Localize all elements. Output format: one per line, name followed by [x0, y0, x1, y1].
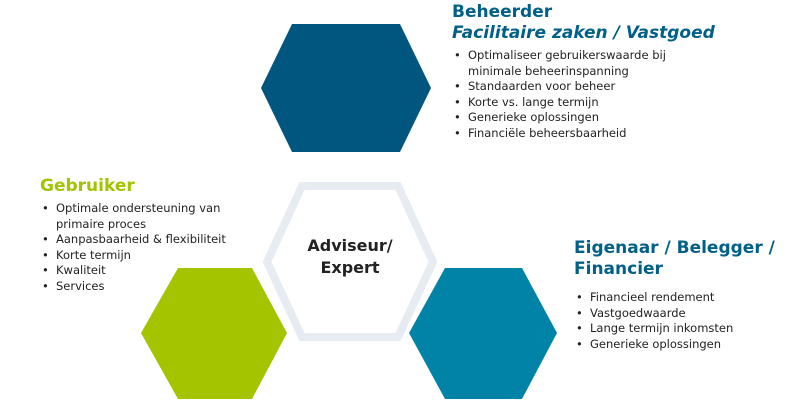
list-item: Kwaliteit: [40, 263, 230, 279]
list-item: Financieel rendement: [574, 290, 800, 306]
list-item: Standaarden voor beheer: [452, 79, 672, 95]
beheerder-title: Beheerder: [452, 2, 553, 22]
beheerder-subtitle: Facilitaire zaken / Vastgoed: [452, 23, 715, 43]
list-item: Generieke oplossingen: [574, 337, 800, 353]
eigenaar-hexagon: [409, 268, 557, 399]
list-item: Aanpasbaarheid & flexibiliteit: [40, 232, 230, 248]
list-item: Services: [40, 279, 230, 295]
gebruiker-block: Gebruiker Optimale ondersteuning van pri…: [40, 176, 240, 294]
list-item: Optimale ondersteuning van primaire proc…: [40, 201, 230, 232]
eigenaar-title-line1: Eigenaar / Belegger /: [574, 238, 775, 258]
gebruiker-hexagon: [141, 268, 287, 399]
eigenaar-title-line2: Financier: [574, 259, 663, 279]
list-item: Korte termijn: [40, 248, 230, 264]
eigenaar-block: Eigenaar / Belegger / Financier Financie…: [574, 238, 800, 352]
list-item: Generieke oplossingen: [452, 110, 672, 126]
adviseur-line1: Adviseur/: [307, 236, 393, 255]
adviseur-line2: Expert: [320, 258, 380, 277]
beheerder-block: Beheerder Facilitaire zaken / Vastgoed O…: [452, 2, 792, 141]
list-item: Lange termijn inkomsten: [574, 321, 800, 337]
list-item: Vastgoedwaarde: [574, 306, 800, 322]
list-item: Optimaliseer gebruikerswaarde bij minima…: [452, 48, 672, 79]
list-item: Korte vs. lange termijn: [452, 95, 672, 111]
adviseur-label: Adviseur/ Expert: [300, 235, 400, 279]
adviseur-hexagon: [262, 182, 438, 341]
list-item: Financiële beheersbaarheid: [452, 126, 672, 142]
beheerder-hexagon: [261, 24, 431, 152]
gebruiker-title: Gebruiker: [40, 176, 135, 196]
